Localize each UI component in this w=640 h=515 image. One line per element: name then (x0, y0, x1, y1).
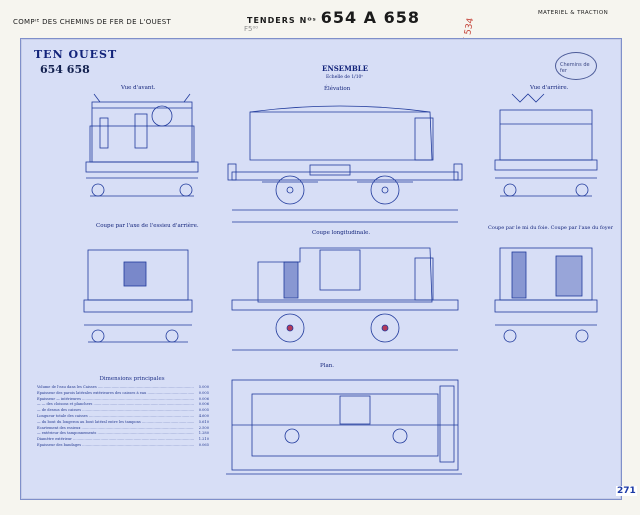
tenders-main: 654 A 658 (320, 8, 421, 27)
section-front-drawing (494, 247, 598, 343)
page-number: 271 (616, 486, 637, 496)
section-rear-drawing (83, 249, 193, 343)
label-rear-section: Coupe par l'axe de l'essieu d'arrière. (96, 223, 199, 229)
longitudinal-section-drawing (231, 247, 459, 351)
railway-title: TEN OUEST (34, 48, 118, 61)
table-row: Volume de l'eau dans les Caisses5.000 (37, 385, 209, 391)
dimensions-table: Dimensions principales Volume de l'eau d… (37, 376, 209, 449)
company-name: COMPᴵᴱ DES CHEMINS DE FER DE L'OUEST (13, 18, 172, 26)
label-plan: Plan. (320, 363, 335, 369)
front-view-drawing (85, 93, 199, 197)
table-row: Épaisseur des parois latérales extérieur… (37, 391, 209, 397)
archive-stamp: Chemins de fer (555, 52, 597, 80)
table-row: — — des cloisons et planchers0.006 (37, 402, 209, 408)
table-row: Longueur totale des caisses4.600 (37, 414, 209, 420)
tenders-prefix: TENDERS (247, 16, 296, 25)
table-row: Épaisseur — intérieures0.006 (37, 397, 209, 403)
label-ensemble: ENSEMBLE (322, 64, 369, 73)
label-longitudinal-section: Coupe longitudinale. (312, 230, 371, 236)
tenders-no: Nᴼˢ (299, 16, 317, 25)
table-row: Épaisseur des bandages0.065 (37, 443, 209, 449)
engine-numbers: 654 658 (40, 63, 90, 76)
rear-view-drawing (494, 93, 598, 197)
elevation-drawing (227, 105, 463, 223)
label-elevation: Élévation (324, 86, 351, 92)
label-front-view: Vue d'avant. (121, 85, 156, 91)
label-front-section: Coupe par le mi du foie. Coupe par l'axe… (488, 225, 613, 231)
label-rear-view: Vue d'arrière. (530, 85, 569, 91)
dimensions-title: Dimensions principales (99, 376, 165, 382)
table-row: — extérieur des tamponnements1.280 (37, 431, 209, 437)
pencil-note: F5⁰⁰ (244, 25, 259, 33)
label-scale: Echelle de 1/10ᵉ (326, 75, 364, 80)
stamp-text: Chemins de fer (560, 62, 590, 74)
table-row: Diamètre extérieur1.210 (37, 437, 209, 443)
plan-drawing (226, 379, 462, 475)
material-ref: MATERIEL & TRACTION (538, 10, 609, 16)
table-row: Écartement des essieux2.500 (37, 426, 209, 432)
table-row: — du bout du longeron au bout latéral en… (37, 420, 209, 426)
table-row: — de dessus des caisses0.005 (37, 408, 209, 414)
